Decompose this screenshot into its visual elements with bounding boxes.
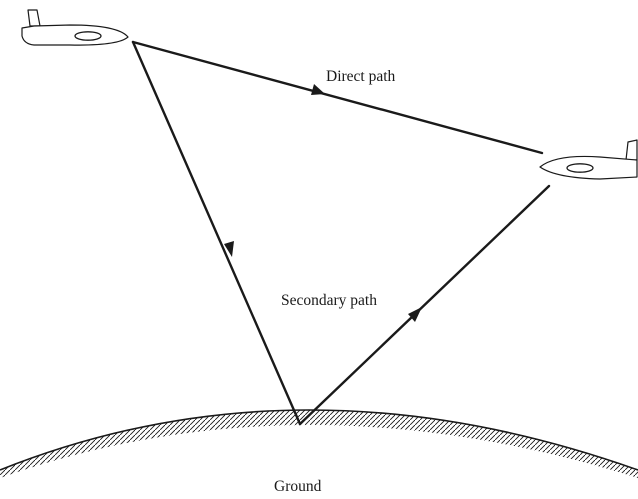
secondary-path-label: Secondary path [281,292,377,309]
secondary-path-arrowhead-down [224,241,234,257]
direct-path-label: Direct path [326,68,396,85]
direct-path-arrowhead [311,84,325,95]
secondary-path-arrowhead-up [408,307,422,322]
direct-path-ray [131,40,544,155]
secondary-path-ray [131,40,551,426]
ground-surface [0,409,638,478]
receiver-aircraft-icon [539,139,638,180]
ground-label: Ground [274,478,322,495]
transmitter-aircraft-icon [21,9,129,46]
